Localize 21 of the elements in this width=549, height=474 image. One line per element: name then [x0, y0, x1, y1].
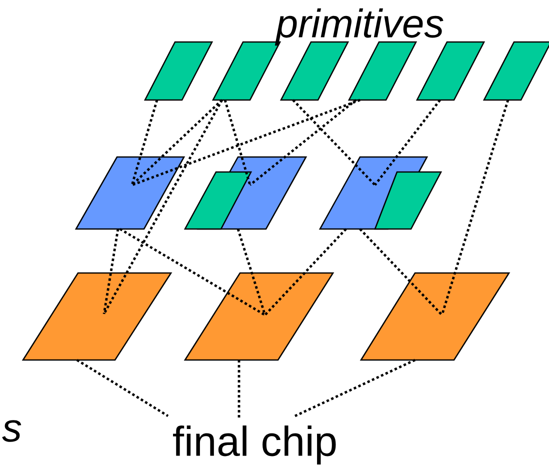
primitive-block: [374, 171, 442, 230]
dotted-line: [249, 99, 357, 186]
dotted-line: [294, 358, 416, 418]
dotted-line: [264, 228, 347, 316]
dotted-line: [236, 228, 266, 316]
chip-label: final chip: [173, 425, 336, 464]
dotted-line: [132, 98, 360, 186]
caption-text: s: [2, 420, 22, 442]
dotted-line: [131, 99, 223, 186]
dotted-line: [102, 99, 224, 315]
dotted-line: [224, 100, 252, 186]
heading: primitives: [274, 8, 444, 46]
dotted-line: [440, 100, 510, 316]
dotted-line: [374, 99, 441, 186]
dotted-line: [292, 99, 376, 186]
dotted-line: [238, 360, 240, 418]
dotted-line: [76, 358, 169, 418]
dotted-line: [130, 100, 158, 186]
dotted-line: [102, 228, 120, 314]
dotted-line: [119, 228, 266, 316]
dotted-line: [359, 228, 443, 316]
